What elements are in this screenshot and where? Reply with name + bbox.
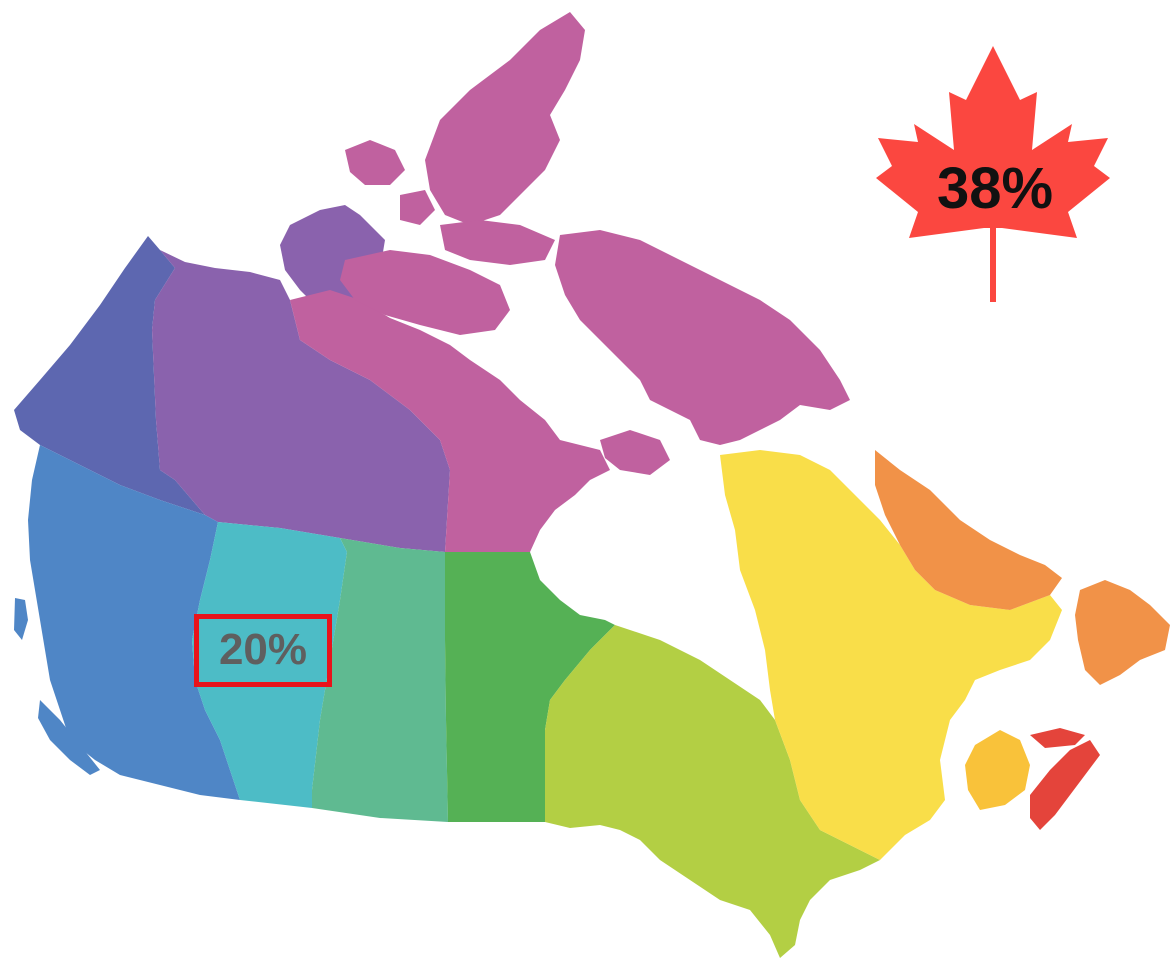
region-british-columbia-island (14, 598, 28, 640)
region-yukon (14, 236, 205, 515)
region-alberta (192, 522, 347, 808)
region-british-columbia-island2 (38, 700, 100, 775)
region-nunavut-north2 (400, 190, 435, 225)
region-nunavut-devon (440, 220, 555, 265)
region-british-columbia (28, 445, 240, 800)
region-new-brunswick (965, 730, 1030, 810)
region-nunavut-victoria (340, 250, 510, 335)
region-quebec (720, 450, 1062, 860)
region-ontario (545, 625, 880, 958)
region-nunavut (290, 290, 610, 552)
highlight-box (194, 614, 332, 687)
region-nunavut-north (345, 140, 405, 185)
highlight-label: 20% (218, 625, 308, 674)
region-newfoundland-labrador (875, 450, 1062, 610)
region-saskatchewan (312, 538, 448, 822)
region-nova-scotia (1030, 740, 1100, 830)
region-nunavut-ellesmere (425, 12, 585, 225)
region-nunavut-baffin (555, 230, 850, 445)
maple-leaf-shape (876, 46, 1110, 302)
region-northwest-territories (152, 250, 450, 552)
maple-leaf-icon (876, 46, 1110, 302)
region-manitoba (445, 552, 615, 822)
region-prince-edward-island (1030, 728, 1085, 748)
region-newfoundland-island (1075, 580, 1170, 685)
maple-leaf-label: 38% (936, 156, 1054, 221)
region-nunavut-southampton (600, 430, 670, 475)
